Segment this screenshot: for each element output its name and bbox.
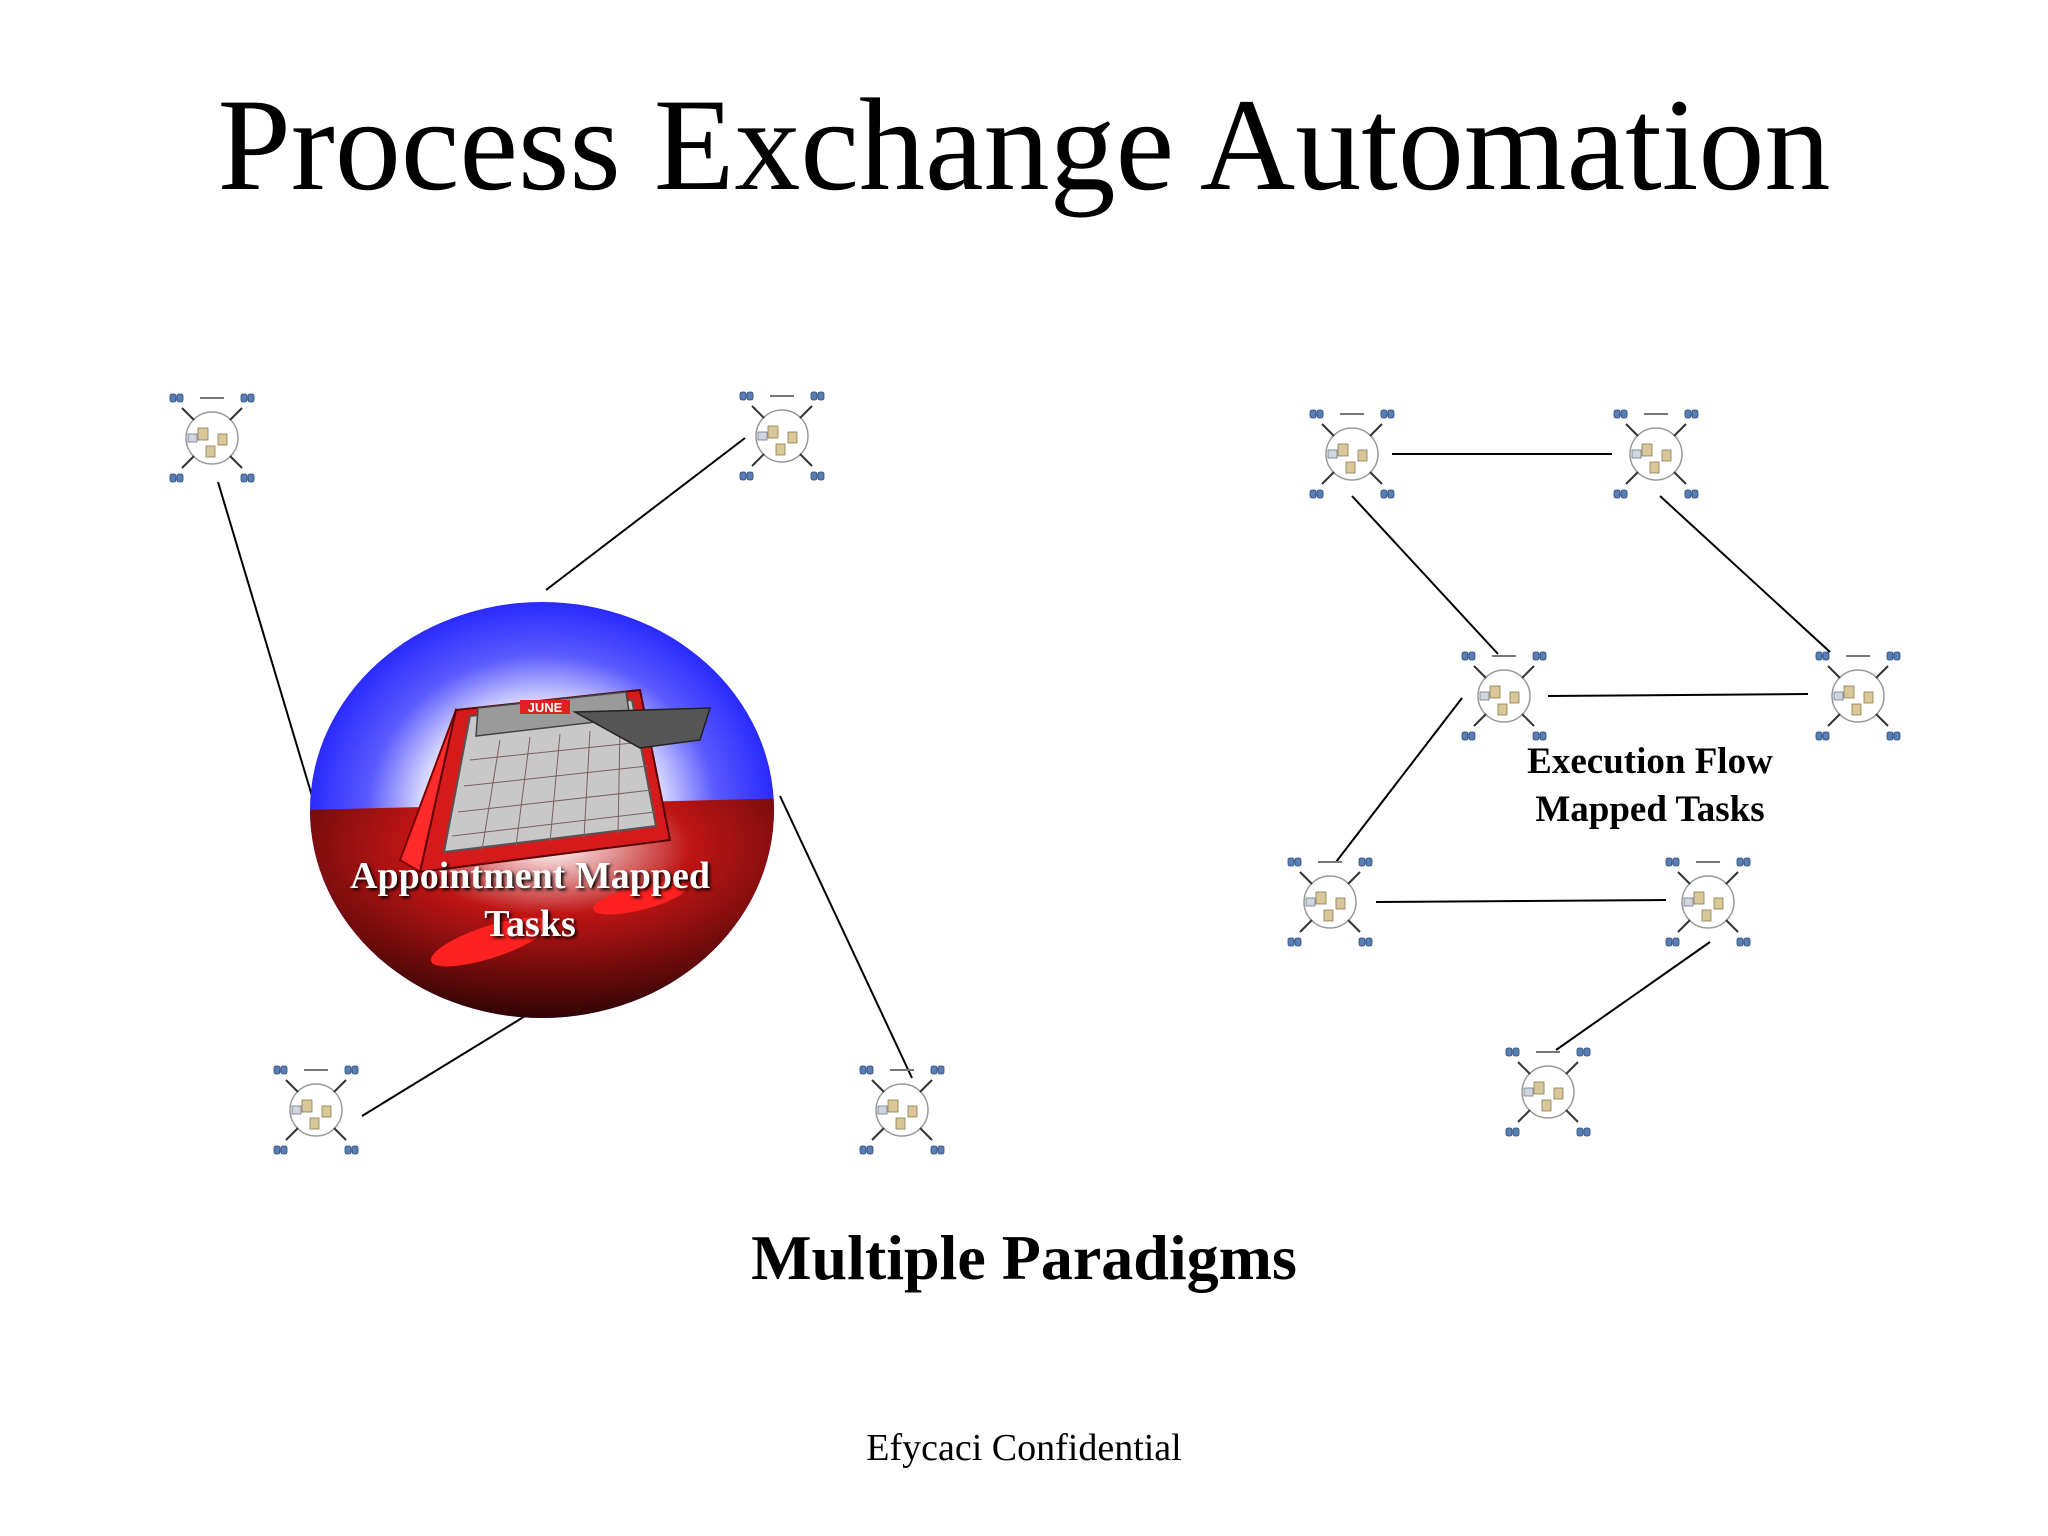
slide-subtitle: Multiple Paradigms xyxy=(751,1222,1297,1293)
right-connectors xyxy=(1335,453,1831,1051)
business-junction-icon xyxy=(1309,409,1395,499)
execution-flow-label: Execution Flow Mapped Tasks xyxy=(1460,738,1840,834)
connector xyxy=(1555,941,1711,1051)
appointment-label: Appointment Mapped Tasks xyxy=(300,852,760,948)
connector xyxy=(1375,899,1667,903)
left-connectors xyxy=(217,437,913,1117)
execution-flow-label-line1: Execution Flow xyxy=(1527,741,1773,782)
connector xyxy=(545,437,746,591)
business-junction-icon xyxy=(1665,857,1751,947)
business-junction-icon xyxy=(169,393,255,483)
calendar-icon: JUNE xyxy=(398,688,712,967)
slide-footer: Efycaci Confidential xyxy=(866,1427,1182,1469)
connector xyxy=(1659,495,1831,653)
execution-flow-label-line2: Mapped Tasks xyxy=(1535,789,1765,830)
connector xyxy=(1547,693,1809,697)
connector xyxy=(1351,495,1499,655)
appointment-graphic: JUNE xyxy=(310,602,774,1018)
connector xyxy=(361,1001,549,1117)
appointment-label-line2: Tasks xyxy=(484,903,576,945)
calendar-month: JUNE xyxy=(528,700,563,715)
business-junction-icon xyxy=(1613,409,1699,499)
business-junction-icon xyxy=(859,1065,945,1155)
slide-title: Process Exchange Automation xyxy=(217,71,1831,218)
appointment-label-line1: Appointment Mapped xyxy=(350,855,710,897)
connector xyxy=(217,481,313,797)
business-junction-icon xyxy=(1287,857,1373,947)
business-junction-icon xyxy=(739,391,825,481)
connector xyxy=(1335,697,1463,863)
business-junction-icon xyxy=(273,1065,359,1155)
business-junction-icon xyxy=(1461,651,1547,741)
business-junction-icon xyxy=(1815,651,1901,741)
business-junction-icon xyxy=(1505,1047,1591,1137)
connector xyxy=(779,795,913,1079)
